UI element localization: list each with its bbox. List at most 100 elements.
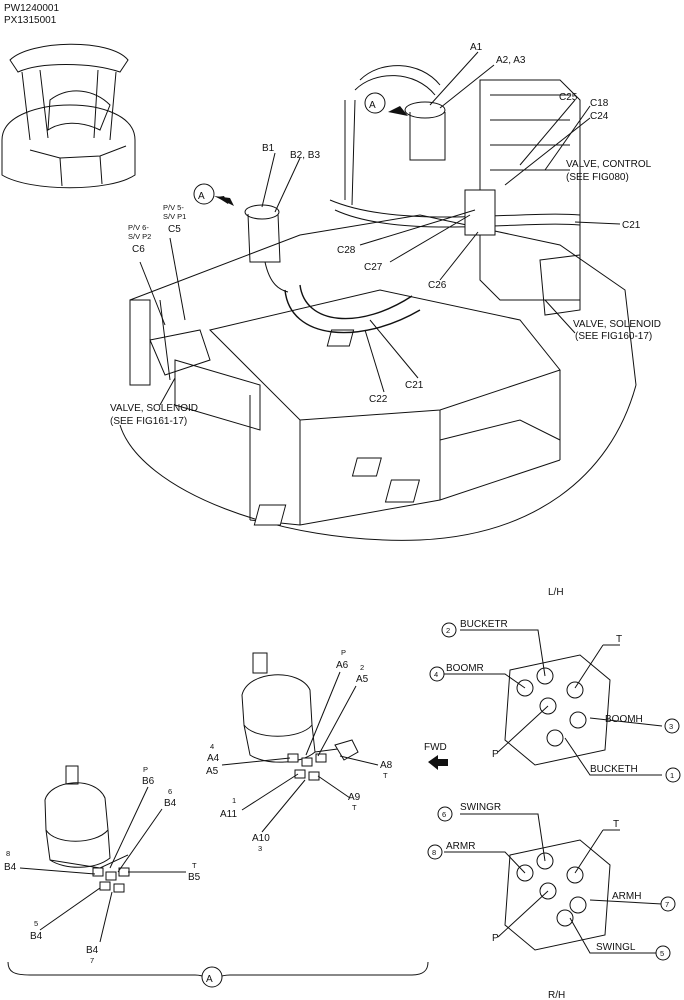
- left-p: P: [143, 765, 148, 774]
- right-a5: A5: [206, 766, 219, 777]
- label-c21-upper: C21: [622, 220, 641, 231]
- left-n6: 6: [168, 787, 172, 796]
- label-pv5: P/V 5-: [163, 203, 184, 212]
- rh-swingr: SWINGR: [460, 802, 501, 813]
- svg-text:6: 6: [442, 810, 446, 819]
- rh-port-6: 6 SWINGR: [437, 802, 501, 822]
- svg-text:A: A: [206, 974, 213, 985]
- label-b2-b3: B2, B3: [290, 150, 320, 161]
- label-a1: A1: [470, 42, 483, 53]
- lh-bucketh: BUCKETH: [590, 764, 638, 775]
- right-a6: A6: [336, 660, 349, 671]
- label-pv6: P/V 6-: [128, 223, 149, 232]
- svg-text:1: 1: [670, 771, 674, 780]
- fwd-arrow: FWD: [424, 742, 448, 770]
- lh-port-1: 1 BUCKETH: [590, 764, 681, 783]
- label-c28: C28: [337, 245, 356, 256]
- right-a8: A8: [380, 760, 393, 771]
- left-lever-leaders: [19, 786, 186, 943]
- right-a11: A11: [220, 809, 237, 820]
- thumbnail-machine: [1, 43, 136, 189]
- label-c26: C26: [428, 280, 447, 291]
- right-pilot-valve-drawing: [241, 652, 359, 781]
- right-t9: T: [352, 803, 357, 812]
- lh-port-body: [504, 654, 611, 766]
- lh-p: P: [492, 749, 499, 760]
- svg-text:8: 8: [432, 848, 436, 857]
- right-a9: A9: [348, 792, 361, 803]
- left-n5: 5: [34, 919, 38, 928]
- lh-boomr: BOOMR: [446, 663, 484, 674]
- svg-text:7: 7: [665, 900, 669, 909]
- svg-text:4: 4: [434, 670, 438, 679]
- right-p: P: [341, 648, 346, 657]
- rh-armr: ARMR: [446, 841, 475, 852]
- label-c25: C25: [559, 92, 578, 103]
- label-b1: B1: [262, 143, 275, 154]
- label-c18: C18: [590, 98, 609, 109]
- rh-swingl: SWINGL: [596, 942, 636, 953]
- right-a4: A4: [207, 753, 220, 764]
- left-b6: B6: [142, 776, 155, 787]
- rh-port-8: 8 ARMR: [427, 841, 475, 860]
- left-b4-7: B4: [86, 945, 99, 956]
- upper-structure-drawing: [119, 65, 637, 541]
- svg-text:A: A: [198, 191, 205, 202]
- rh-port-5: 5 SWINGL: [596, 942, 671, 961]
- label-valve-sol-r-2: (SEE FIG160-17): [575, 331, 652, 342]
- lh-port-2: 2 BUCKETR: [441, 619, 508, 638]
- lh-label: L/H: [548, 587, 564, 598]
- top-leaders: [139, 51, 621, 406]
- rh-leaders: [444, 813, 663, 954]
- label-c6: C6: [132, 244, 145, 255]
- right-t8: T: [383, 771, 388, 780]
- rh-armh: ARMH: [612, 891, 641, 902]
- detail-a-bracket: A: [7, 961, 429, 988]
- right-lever-leaders: [221, 671, 379, 833]
- lh-boomh: BOOMH: [605, 714, 643, 725]
- svg-text:FWD: FWD: [424, 742, 447, 753]
- label-valve-sol-l-2: (SEE FIG161-17): [110, 416, 187, 427]
- code-px: PX1315001: [4, 15, 57, 26]
- rh-label: R/H: [548, 990, 565, 1000]
- left-t: T: [192, 861, 197, 870]
- left-b4-5: B4: [30, 931, 43, 942]
- right-a10: A10: [252, 833, 270, 844]
- label-c21-lower: C21: [405, 380, 424, 391]
- label-valve-control-1: VALVE, CONTROL: [566, 159, 652, 170]
- left-b5: B5: [188, 872, 201, 883]
- rh-port-7: 7 ARMH: [612, 891, 676, 912]
- label-valve-sol-r-1: VALVE, SOLENOID: [573, 319, 661, 330]
- svg-text:A: A: [369, 100, 376, 111]
- label-valve-sol-l-1: VALVE, SOLENOID: [110, 403, 198, 414]
- svg-text:3: 3: [669, 722, 673, 731]
- lh-t: T: [616, 634, 622, 645]
- right-a5-2: A5: [356, 674, 369, 685]
- svg-text:5: 5: [660, 949, 664, 958]
- label-valve-control-2: (SEE FIG080): [566, 172, 629, 183]
- lh-bucketr: BUCKETR: [460, 619, 508, 630]
- view-marker-a-top-left: A: [193, 183, 234, 206]
- rh-t: T: [613, 819, 619, 830]
- rh-p: P: [492, 933, 499, 944]
- rh-port-body: [504, 839, 611, 951]
- label-sv2: S/V P2: [128, 232, 151, 241]
- code-pw: PW1240001: [4, 3, 59, 14]
- label-a2-a3: A2, A3: [496, 55, 526, 66]
- right-n3: 3: [258, 844, 262, 853]
- label-c22: C22: [369, 394, 388, 405]
- left-pilot-valve-drawing: [44, 765, 130, 893]
- label-c27: C27: [364, 262, 383, 273]
- left-n7: 7: [90, 956, 94, 965]
- left-b4-8: B4: [4, 862, 17, 873]
- left-b4-6: B4: [164, 798, 177, 809]
- svg-text:2: 2: [446, 626, 450, 635]
- right-n1: 1: [232, 796, 236, 805]
- label-sv1: S/V P1: [163, 212, 186, 221]
- label-c24: C24: [590, 111, 609, 122]
- lh-port-3: 3 BOOMH: [605, 714, 680, 734]
- right-n4: 4: [210, 742, 214, 751]
- left-n8: 8: [6, 849, 10, 858]
